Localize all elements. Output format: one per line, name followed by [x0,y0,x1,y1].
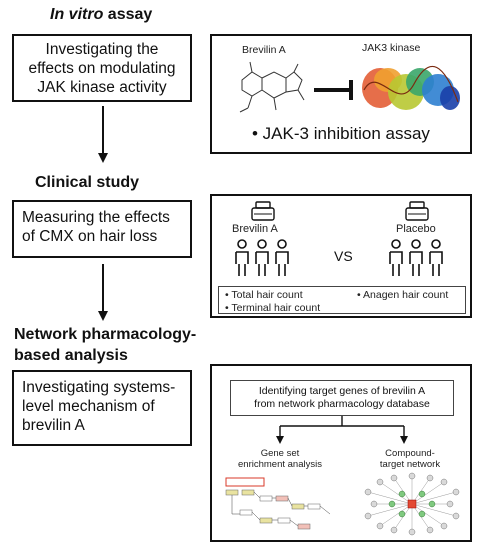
inhibition-icon [314,80,353,100]
measure-anagen-label: Anagen hair count [363,289,449,301]
target-genes-line2: from network pharmacology database [254,398,430,410]
clinical-section-title: Clinical study [35,174,140,191]
network-step-text: Investigating systems-level mechanism of… [22,379,176,434]
network-title-line2: based analysis [14,347,128,364]
in-vitro-title-italic: In vitro [50,6,104,23]
jak3-assay-bullet: • JAK-3 inhibition assay [252,124,430,143]
network-section-title: Network pharmacology- based analysis [14,324,196,366]
group-placebo-label: Placebo [396,223,436,235]
invitro-step-text: Investigating the effects on modulating … [28,41,176,96]
network-line1: Compound- [385,448,435,459]
pathway-map-icon [220,474,338,536]
gsea-line2: enrichment analysis [238,459,322,470]
down-arrow-2 [98,264,108,321]
invitro-step-box: Investigating the effects on modulating … [12,34,192,102]
branch-arrows [276,416,408,444]
brevilin-bottle-icon [251,201,275,221]
network-line2: target network [379,459,441,470]
placebo-bottle-icon [405,201,429,221]
jak3-protein-icon [362,65,460,110]
invitro-panel: Brevilin A JAK3 kinase • JAK-3 inhibitio… [210,34,472,154]
versus-label: VS [334,248,353,264]
brevilin-group-people-icon [235,239,289,276]
brevilin-label: Brevilin A [242,44,286,56]
brevilin-structure-icon [239,61,305,113]
measure-total-label: Total hair count [231,289,303,301]
in-vitro-title-rest: assay [103,6,153,23]
gsea-line1: Gene set [260,448,300,459]
clinical-panel: Brevilin A VS Placebo • Total hair count… [210,194,472,318]
measure-total: • Total hair count [225,289,303,301]
placebo-group-people-icon [389,239,443,276]
clinical-step-text: Measuring the effects of CMX on hair los… [22,209,170,245]
measure-terminal-label: Terminal hair count [231,302,321,314]
hair-measures-box: • Total hair count • Terminal hair count… [218,286,466,314]
measure-terminal: • Terminal hair count [225,302,321,314]
group-brevilin-label: Brevilin A [232,223,278,235]
gsea-label: Gene set enrichment analysis [230,448,330,470]
network-title-line1: Network pharmacology- [14,326,197,343]
network-panel: Identifying target genes of brevilin A f… [210,364,472,542]
network-step-box: Investigating systems-level mechanism of… [12,370,192,446]
jak3-label: JAK3 kinase [362,42,421,54]
compound-target-network-icon [364,472,460,536]
in-vitro-section-title: In vitro assay [50,6,152,24]
target-genes-box: Identifying target genes of brevilin A f… [230,380,454,416]
network-label: Compound- target network [360,448,460,470]
down-arrow-1 [98,106,108,163]
measure-anagen: • Anagen hair count [357,289,449,301]
target-genes-line1: Identifying target genes of brevilin A [258,385,426,397]
clinical-step-box: Measuring the effects of CMX on hair los… [12,200,192,258]
